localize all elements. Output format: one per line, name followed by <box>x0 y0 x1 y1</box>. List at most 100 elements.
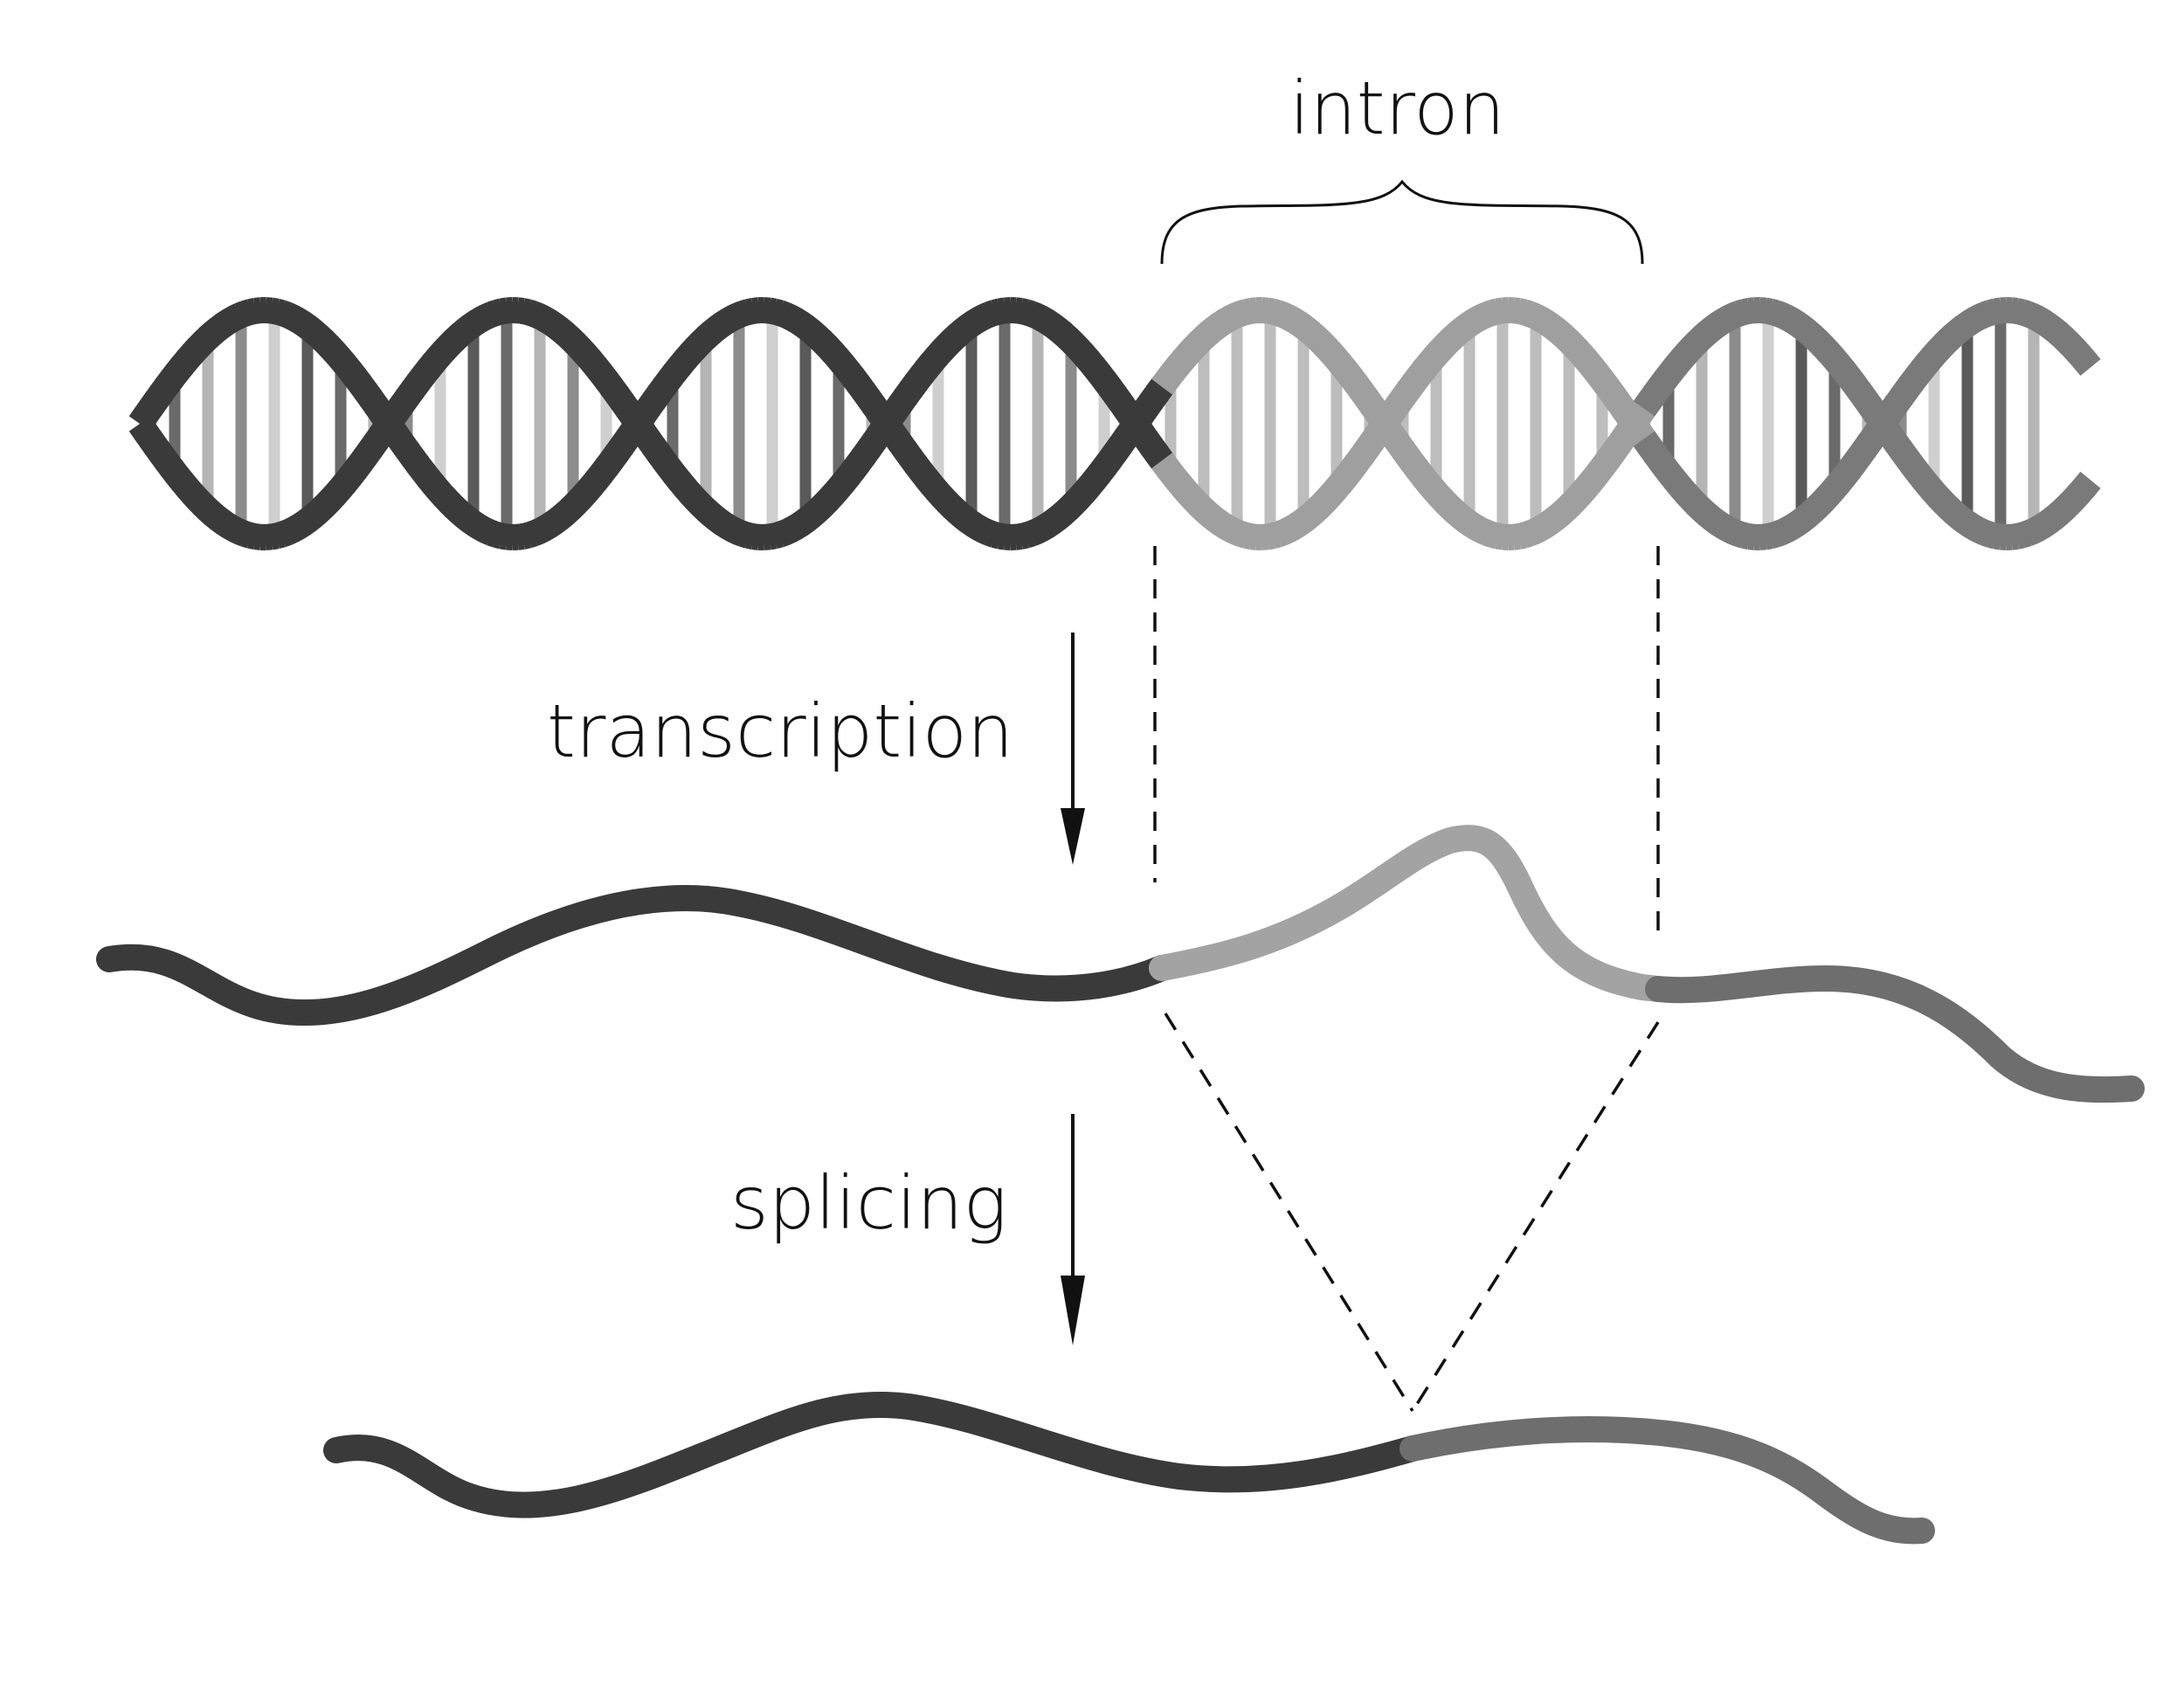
dna-strand-a-segment <box>1236 521 1251 549</box>
dna-strand-a-segment <box>1682 490 1707 515</box>
dna-strand-b-segment <box>1330 355 1357 379</box>
dna-strand-a-segment <box>943 324 968 350</box>
dna-strand-a-segment <box>1030 303 1048 331</box>
dna-strand-b-segment <box>1906 462 1933 487</box>
splicing-arrow-icon <box>1061 1114 1085 1345</box>
dna-strand-b-segment <box>1546 503 1570 529</box>
dna-strand-b-segment <box>778 302 797 329</box>
dna-strand-b-segment <box>1030 516 1048 544</box>
dna-strand-a-segment <box>1340 454 1367 480</box>
dna-strand-b-segment <box>943 497 968 523</box>
pre-mrna-exon-2 <box>1645 965 2145 1103</box>
dna-strand-a-segment <box>216 511 238 538</box>
dna-strand-b-segment <box>1515 522 1528 550</box>
dna-strand-b-segment <box>276 300 293 328</box>
dna-strand-a-segment <box>1607 393 1635 418</box>
dna-strand-b-segment <box>1452 506 1476 532</box>
dna-strand-a-segment <box>1249 523 1259 550</box>
dna-strand-b-segment <box>273 298 286 326</box>
dna-strand-b-segment <box>1945 501 1968 528</box>
dna-strand-b-segment <box>1950 506 1973 532</box>
dna-strand-a-segment <box>1541 314 1565 340</box>
dna-strand-b-segment <box>364 397 393 422</box>
dna-strand-b-segment <box>595 451 624 476</box>
dna-strand-b-segment <box>762 297 771 324</box>
dna-strand-a-segment <box>899 374 928 398</box>
dna-strand-b-segment <box>691 327 716 353</box>
dna-strand-b-segment <box>1103 437 1132 461</box>
dna-strand-b-segment <box>647 377 676 402</box>
dna-strand-a-segment <box>1103 386 1132 411</box>
dna-strand-a-segment <box>240 521 255 549</box>
splicing-label: splicing <box>730 1160 1007 1246</box>
dna-strand-a-segment <box>1728 519 1745 547</box>
dna-strand-b-segment <box>560 494 585 520</box>
dna-strand-b-segment <box>493 522 506 550</box>
dna-strand-a-segment <box>1063 333 1089 359</box>
dna-strand-b-segment <box>1476 518 1493 546</box>
dna-strand-a-segment <box>304 501 328 527</box>
dna-strand-a-segment <box>1324 474 1351 500</box>
dna-strand-b-segment <box>1922 481 1949 507</box>
dna-strand-b-segment <box>474 515 493 543</box>
dna-strand-a-segment <box>788 512 808 539</box>
dna-strand-a-segment <box>1962 308 1982 335</box>
dna-strand-a-segment <box>1310 492 1335 517</box>
dna-strand-b-segment <box>228 303 246 330</box>
dna-strand-a-segment <box>182 484 209 509</box>
dna-strand-b-segment <box>545 508 569 534</box>
dna-strand-a-segment <box>1950 315 1973 342</box>
dna-strand-b-segment <box>1408 462 1435 487</box>
dna-strand-b-segment <box>910 462 937 487</box>
dna-strand-b-segment <box>1622 407 1651 432</box>
dna-strand-a-segment <box>1660 466 1687 491</box>
dna-strand-b-segment <box>171 350 198 375</box>
dna-strand-b-segment <box>605 437 634 461</box>
dna-strand-b-segment <box>328 348 356 373</box>
dna-strand-a-segment <box>797 505 820 531</box>
dna-strand-b-segment <box>1424 481 1451 507</box>
dna-strand-b-segment <box>1458 509 1480 536</box>
dna-strand-b-segment <box>991 522 1004 550</box>
dna-strand-b-segment <box>323 342 350 367</box>
dna-strand-b-segment <box>1172 344 1199 369</box>
dna-strand-a-segment <box>428 341 455 366</box>
dna-strand-b-segment <box>1236 299 1251 327</box>
dna-strand-a-segment <box>264 523 273 550</box>
dna-strand-b-segment <box>144 384 173 410</box>
dna-strand-a-segment <box>1189 494 1214 521</box>
dna-strand-b-segment <box>978 518 995 546</box>
dna-strand-b-segment <box>1230 301 1247 328</box>
dna-strand-b-segment <box>1350 383 1379 407</box>
dna-strand-b-segment <box>264 297 273 324</box>
dna-strand-a-segment <box>1109 393 1137 418</box>
dna-strand-a-segment <box>1017 298 1030 326</box>
dna-strand-a-segment <box>778 518 797 545</box>
dna-strand-b-segment <box>354 383 383 407</box>
dna-strand-b-segment <box>806 325 832 351</box>
dna-strand-a-segment <box>702 504 726 530</box>
dna-strand-b-segment <box>1879 427 1908 452</box>
dna-strand-b-segment <box>1556 494 1581 520</box>
dna-strand-b-segment <box>1884 434 1913 459</box>
dna-strand-b-segment <box>1464 513 1484 540</box>
dna-strand-b-segment <box>1537 511 1559 537</box>
dna-strand-b-segment <box>1895 449 1924 474</box>
dna-strand-b-segment <box>1822 348 1849 373</box>
dna-strand-a-segment <box>1670 479 1697 503</box>
dna-strand-a-segment <box>1556 328 1581 354</box>
dna-strand-a-segment <box>468 308 488 335</box>
dna-strand-b-segment <box>732 301 749 328</box>
dna-strand-b-segment <box>1591 451 1620 476</box>
dna-strand-a-segment <box>2013 298 2026 326</box>
dna-strand-a-segment <box>1698 504 1722 530</box>
dna-strand-b-segment <box>616 422 645 446</box>
dna-strand-b-segment <box>555 499 580 525</box>
dna-strand-b-segment <box>862 397 891 422</box>
dna-strand-b-segment <box>1344 375 1373 400</box>
dna-strand-b-segment <box>1607 430 1635 454</box>
dna-strand-b-segment <box>1802 325 1828 351</box>
dna-strand-b-segment <box>1612 422 1641 446</box>
dna-strand-b-segment <box>1319 342 1346 367</box>
dna-strand-a-segment <box>972 304 991 332</box>
